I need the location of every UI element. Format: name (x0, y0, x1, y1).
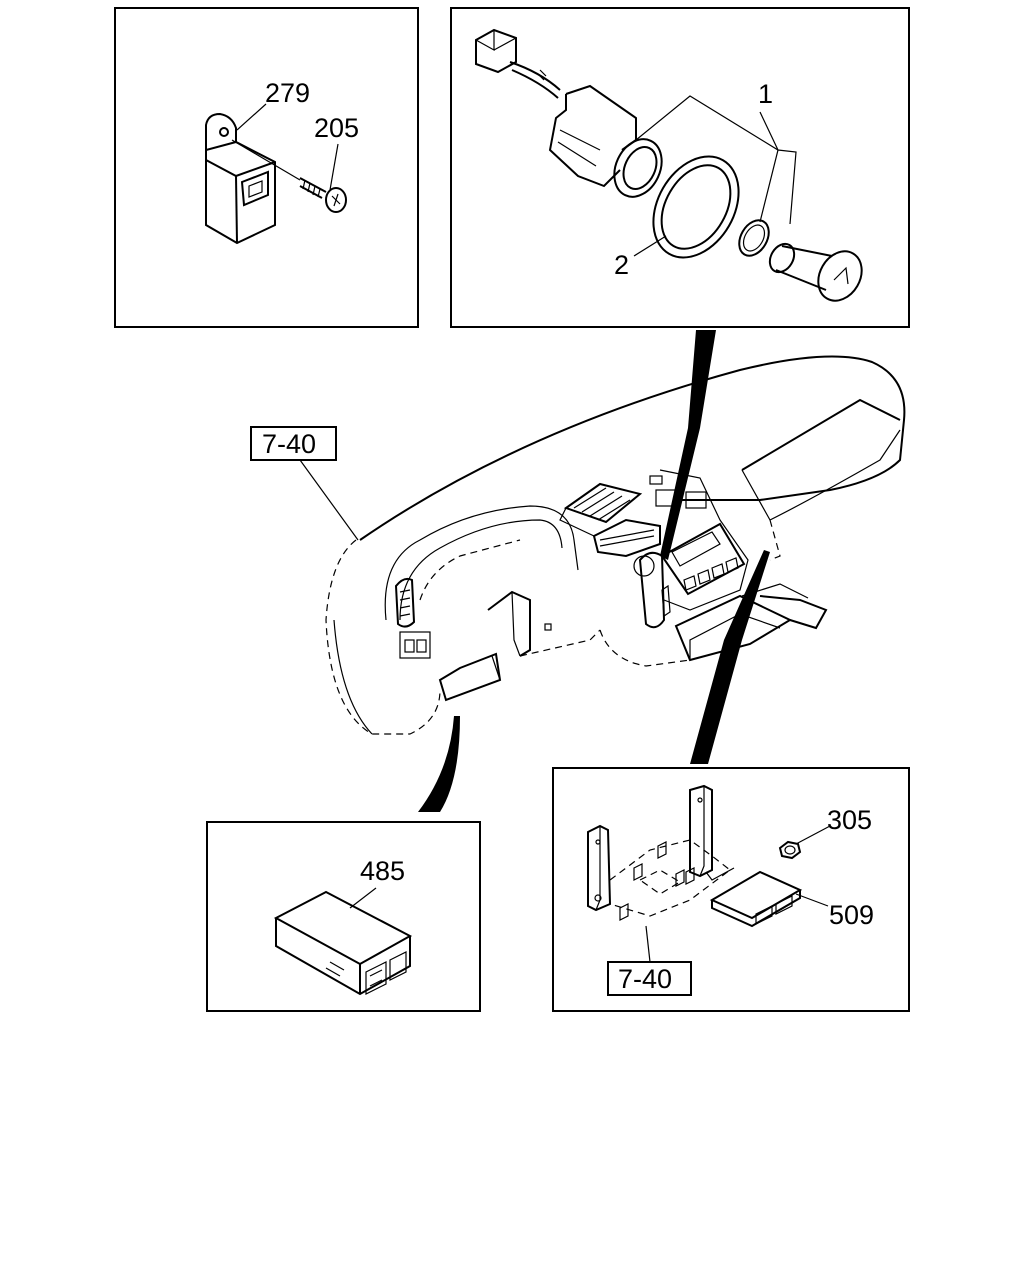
callout-485: 485 (360, 856, 405, 886)
leader-1-b (759, 149, 779, 223)
radio-unit (660, 522, 746, 596)
left-vent (394, 577, 416, 628)
leader-2 (633, 235, 667, 257)
panel-bracket-unit: 305 509 7-40 (552, 767, 910, 1012)
lighter-small-ring (738, 219, 770, 257)
ref-main-leader (299, 459, 359, 541)
ref-main: 7-40 (250, 426, 359, 541)
dash-top-outline (359, 355, 906, 541)
ref-main-box (250, 426, 337, 461)
lighter-plug-element (768, 242, 863, 302)
pointer-bracket (690, 550, 770, 764)
leader-205 (329, 143, 339, 191)
callout-205: 205 (314, 113, 359, 143)
panel-clip-screw: 279 205 (114, 7, 419, 328)
lower-left-pocket (438, 652, 502, 702)
leader-305 (795, 825, 831, 845)
center-vent-lower (592, 518, 661, 558)
connector-plug (475, 28, 561, 99)
callout-279: 279 (265, 78, 310, 108)
leader-279 (236, 103, 267, 131)
nut-part-305 (778, 840, 802, 860)
lighter-socket-body (548, 84, 663, 198)
pointer-lighter (660, 330, 716, 560)
callout-509: 509 (829, 900, 874, 930)
screw-axis-line (231, 139, 301, 181)
callout-2: 2 (614, 250, 629, 280)
leader-509 (795, 893, 829, 907)
dash-left-end (325, 539, 441, 735)
module-part-485 (273, 890, 413, 996)
callout-1: 1 (758, 79, 773, 109)
panel-module-frame (206, 821, 481, 1012)
bezel-ring-part-2 (652, 155, 740, 259)
ref-main-label: 7-40 (262, 429, 316, 459)
mounting-bracket (587, 784, 731, 921)
leader-485 (349, 887, 377, 909)
ref-bracket-label: 7-40 (618, 964, 672, 994)
ref-bracket-box (607, 961, 692, 996)
center-knob (633, 555, 655, 577)
center-vent-upper (563, 482, 643, 524)
pointer-module (418, 716, 460, 812)
console-tray (674, 594, 793, 662)
left-switch-panel (399, 631, 431, 659)
panel-clip-frame (114, 7, 419, 328)
panel-lighter: 1 2 (450, 7, 910, 328)
screw-part-205 (299, 177, 347, 213)
instrument-panel (325, 355, 906, 735)
panel-module: 485 (206, 821, 481, 1012)
callout-305: 305 (827, 805, 872, 835)
center-console-left (638, 551, 666, 629)
leader-1-c (759, 111, 779, 151)
leader-bracket-ref (645, 925, 651, 963)
